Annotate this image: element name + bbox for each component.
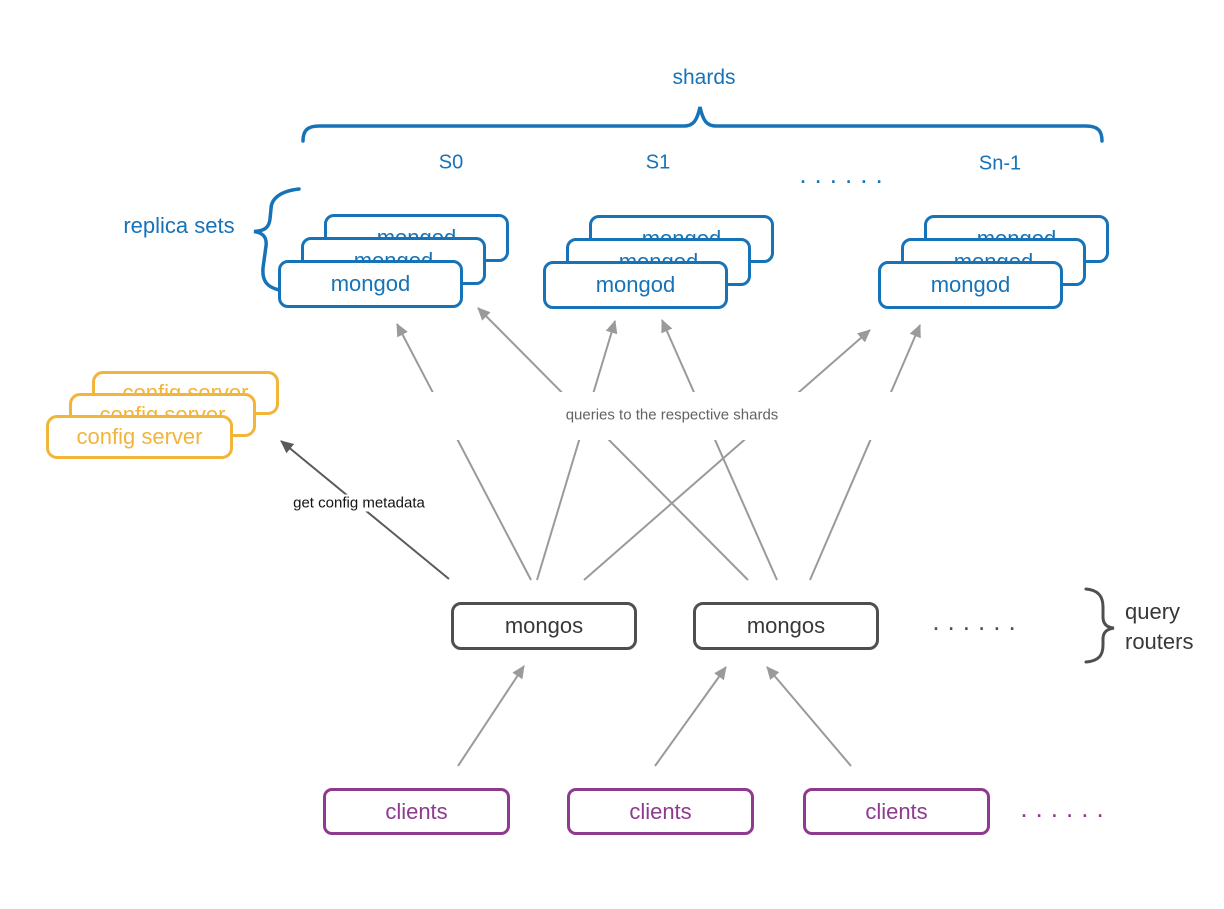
config-metadata-annotation: get config metadata (288, 494, 430, 512)
clients-ellipsis: ...... (1020, 793, 1112, 823)
query-routers-label-line1: query (1125, 599, 1181, 624)
query-routers-label-line2: routers (1125, 629, 1194, 654)
arrow-mongos2-to-s1 (661, 319, 778, 581)
shard-id-sn1: Sn-1 (978, 152, 1022, 175)
shards-title: shards (672, 66, 736, 89)
arrow-clients2-to-mongos2 (654, 666, 727, 767)
replica-sets-label: replica sets (123, 213, 235, 238)
arrow-mongos1-to-s0 (396, 323, 532, 581)
arrow-clients1-to-mongos1 (457, 665, 525, 767)
query-routers-label: query routers (1125, 597, 1193, 657)
queries-annotation: queries to the respective shards (565, 406, 779, 424)
arrow-clients3-to-mongos2 (766, 666, 852, 767)
clients-box-2: clients (567, 788, 754, 835)
mongod-box: mongod (278, 260, 463, 308)
query-arrows (396, 307, 921, 581)
query-routers-brace (1084, 587, 1115, 664)
arrow-mongos2-to-sn1 (809, 324, 921, 581)
shards-ellipsis: ...... (799, 159, 891, 189)
mongos-box-1: mongos (451, 602, 637, 650)
arrow-mongos1-to-s1 (536, 320, 618, 581)
client-arrows (457, 665, 852, 767)
mongod-box: mongod (543, 261, 728, 309)
shards-brace (301, 106, 1104, 143)
arrow-gap-band (290, 392, 1120, 440)
clients-box-1: clients (323, 788, 510, 835)
shard-id-s0: S0 (438, 151, 464, 174)
mongos-box-2: mongos (693, 602, 879, 650)
query-routers-ellipsis: ...... (932, 606, 1024, 636)
replica-sets-brace (253, 187, 301, 292)
shard-id-s1: S1 (645, 151, 671, 174)
clients-box-3: clients (803, 788, 990, 835)
arrow-mongos2-to-s0 (477, 307, 749, 581)
arrow-mongos1-to-sn1 (583, 329, 871, 581)
mongod-box: mongod (878, 261, 1063, 309)
config-server-box: config server (46, 415, 233, 459)
